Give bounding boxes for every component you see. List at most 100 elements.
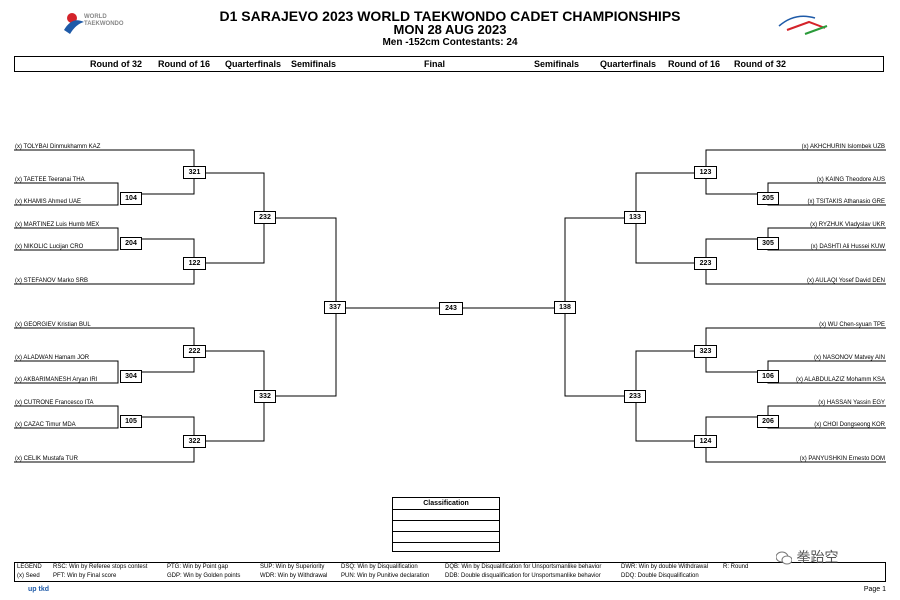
match-box[interactable]: 104: [120, 192, 142, 205]
legend-text: (x) Seed: [17, 573, 40, 579]
player-left: (x) MARTINEZ Luis Humb MEX: [15, 222, 100, 228]
legend-text: DQB: Win by Disqualification for Unsport…: [445, 564, 602, 570]
round-label-left-sf: Semifinals: [291, 59, 337, 69]
player-right: (x) KAING Theodore AUS: [816, 177, 885, 183]
player-left: (x) CUTRONE Francesco ITA: [15, 400, 94, 406]
player-left: (x) KHAMIS Ahmed UAE: [15, 199, 82, 205]
line-l-204: [14, 227, 119, 251]
player-left: (x) AKBARIMANESH Aryan IRI: [15, 377, 98, 383]
legend-text: WDR: Win by Withdrawal: [260, 573, 328, 579]
match-box[interactable]: 305: [757, 237, 779, 250]
legend-text: DDQ: Double Disqualification: [621, 573, 699, 579]
line-r-323: [705, 327, 886, 373]
match-box[interactable]: 322: [183, 435, 206, 448]
line-l-104: [14, 182, 119, 206]
match-box[interactable]: 105: [120, 415, 142, 428]
match-box[interactable]: 133: [624, 211, 646, 224]
round-label-right-r16: Round of 16: [668, 59, 720, 69]
match-box[interactable]: 222: [183, 345, 206, 358]
line-r-123: [705, 149, 886, 195]
legend-text: DWR: Win by double Withdrawal: [621, 564, 709, 570]
round-label-left-r16: Round of 16: [158, 59, 210, 69]
event-logo-icon: [778, 15, 828, 35]
match-box[interactable]: 124: [694, 435, 717, 448]
match-box[interactable]: 205: [757, 192, 779, 205]
player-right: (x) NASONOV Matvey AIN: [813, 355, 885, 361]
legend-text: GDP: Win by Golden points: [167, 573, 241, 579]
legend-text: R: Round: [723, 564, 749, 570]
match-box[interactable]: 122: [183, 257, 206, 270]
player-right: (x) DASHTI Ali Hussei KUW: [810, 244, 885, 250]
player-right: (x) CHOI Dongseong KOR: [814, 422, 885, 428]
legend-text: DSQ: Win by Disqualification: [341, 564, 418, 570]
round-label-left-r32: Round of 32: [90, 59, 142, 69]
classification-row: [393, 543, 499, 553]
legend-text: DDB: Double disqualification for Unsport…: [445, 573, 601, 579]
player-right: (x) WU Chen-syuan TPE: [819, 322, 885, 328]
round-header-bar: Round of 32 Round of 16 Quarterfinals Se…: [14, 56, 884, 72]
watermark: 拳跆空: [775, 547, 839, 567]
player-left: (x) ALADWAN Hamam JOR: [15, 355, 90, 361]
player-right: (x) TSITAKIS Athanasio GRE: [807, 199, 885, 205]
line-l-321: [14, 149, 195, 195]
page-number: Page 1: [863, 586, 886, 593]
watermark-text: 拳跆空: [796, 549, 839, 565]
weight-category: Men -152cm Contestants: 24: [382, 37, 518, 48]
classification-title: Classification: [393, 498, 499, 510]
wechat-icon: [775, 551, 793, 565]
match-box[interactable]: 304: [120, 370, 142, 383]
match-box[interactable]: 123: [694, 166, 717, 179]
match-box[interactable]: 138: [554, 301, 576, 314]
final-match-box[interactable]: 243: [439, 302, 463, 315]
classification-row: [393, 521, 499, 532]
player-right: (x) AKHCHURIN Islombek UZB: [801, 144, 885, 150]
round-label-right-sf: Semifinals: [534, 59, 580, 69]
match-box[interactable]: 232: [254, 211, 276, 224]
player-right: (x) ALABDULAZIZ Mohamm KSA: [795, 377, 885, 383]
legend-text: PFT: Win by Final score: [53, 573, 117, 579]
legend-box: LEGEND RSC: Win by Referee stops contest…: [14, 562, 886, 582]
player-left: (x) CAZAC Timur MDA: [15, 422, 76, 428]
classification-table: Classification: [392, 497, 500, 552]
event-date: MON 28 AUG 2023: [393, 22, 507, 37]
round-label-left-qf: Quarterfinals: [225, 59, 282, 69]
line-l-105: [14, 405, 119, 429]
line-l-222: [14, 327, 195, 373]
classification-row: [393, 510, 499, 521]
player-right: (x) AULAQI Yosef David DEN: [806, 278, 885, 284]
player-left: (x) CELIK Mustafa TUR: [15, 456, 78, 462]
match-box[interactable]: 106: [757, 370, 779, 383]
wt-logo-text-1: WORLD: [84, 14, 107, 20]
wt-logo-mark-icon: [64, 13, 84, 34]
legend-text: PTG: Win by Point gap: [167, 564, 229, 570]
match-box[interactable]: 332: [254, 390, 276, 403]
match-box[interactable]: 204: [120, 237, 142, 250]
player-left: (x) TAETEE Teeranai THA: [15, 177, 85, 183]
legend-text: LEGEND: [17, 564, 42, 570]
match-box[interactable]: 206: [757, 415, 779, 428]
legend-text: PUN: Win by Punitive declaration: [341, 573, 430, 579]
wt-logo: WORLD TAEKWONDO: [60, 8, 135, 36]
player-left: (x) TOLYBAI Dinmukhamm KAZ: [15, 144, 101, 150]
player-right: (x) HASSAN Yassin EGY: [818, 400, 885, 406]
match-box[interactable]: 233: [624, 390, 646, 403]
player-left: (x) GEORGIEV Kristian BUL: [15, 322, 91, 328]
legend-text: SUP: Win by Superiority: [260, 564, 325, 570]
match-box[interactable]: 321: [183, 166, 206, 179]
page-title: D1 SARAJEVO 2023 WORLD TAEKWONDO CADET C…: [219, 8, 681, 24]
wt-logo-text-2: TAEKWONDO: [84, 21, 124, 27]
player-left: (x) NIKOLIC Lucijan CRO: [15, 244, 84, 250]
player-right: (x) RYZHUK Vladyslav UKR: [810, 222, 885, 228]
player-left: (x) STEFANOV Marko SRB: [15, 278, 89, 284]
event-logo: [775, 8, 835, 38]
line-l-304: [14, 360, 119, 384]
match-box[interactable]: 337: [324, 301, 346, 314]
match-box[interactable]: 323: [694, 345, 717, 358]
player-right: (x) PANYUSHKIN Ernesto DOM: [799, 456, 885, 462]
legend-text: RSC: Win by Referee stops contest: [53, 564, 148, 570]
round-label-right-r32: Round of 32: [734, 59, 786, 69]
footer-brand: up tkd: [28, 586, 49, 593]
classification-row: [393, 532, 499, 543]
match-box[interactable]: 223: [694, 257, 717, 270]
round-label-right-qf: Quarterfinals: [600, 59, 657, 69]
